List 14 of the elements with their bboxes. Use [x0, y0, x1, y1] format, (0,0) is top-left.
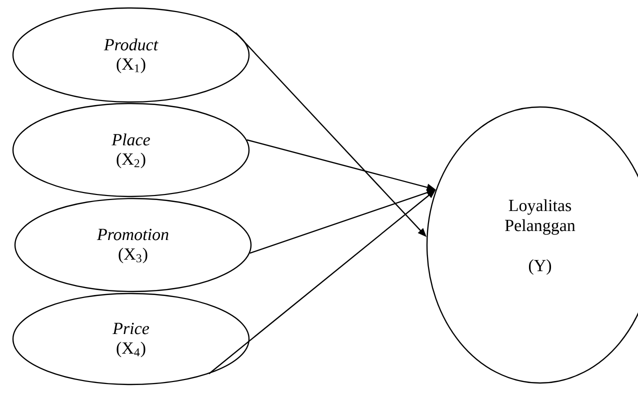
node-label: Loyalitas Pelanggan: [505, 199, 576, 235]
oval: [14, 198, 252, 292]
node-label: (Y): [528, 259, 552, 275]
node-label: (X$_{3}$): [118, 248, 148, 264]
oval: [12, 292, 250, 386]
node-label: (X$_{1}$): [116, 58, 146, 74]
oval: [12, 102, 250, 198]
node-label: Promotion: [96, 228, 168, 240]
node-label: (X$_{4}$): [116, 342, 146, 358]
node-label: Price: [112, 322, 150, 334]
node-label: Place: [112, 134, 150, 146]
node-label: (X$_{2}$): [116, 152, 146, 168]
node-label: Product: [104, 38, 158, 50]
oval: [12, 7, 250, 103]
